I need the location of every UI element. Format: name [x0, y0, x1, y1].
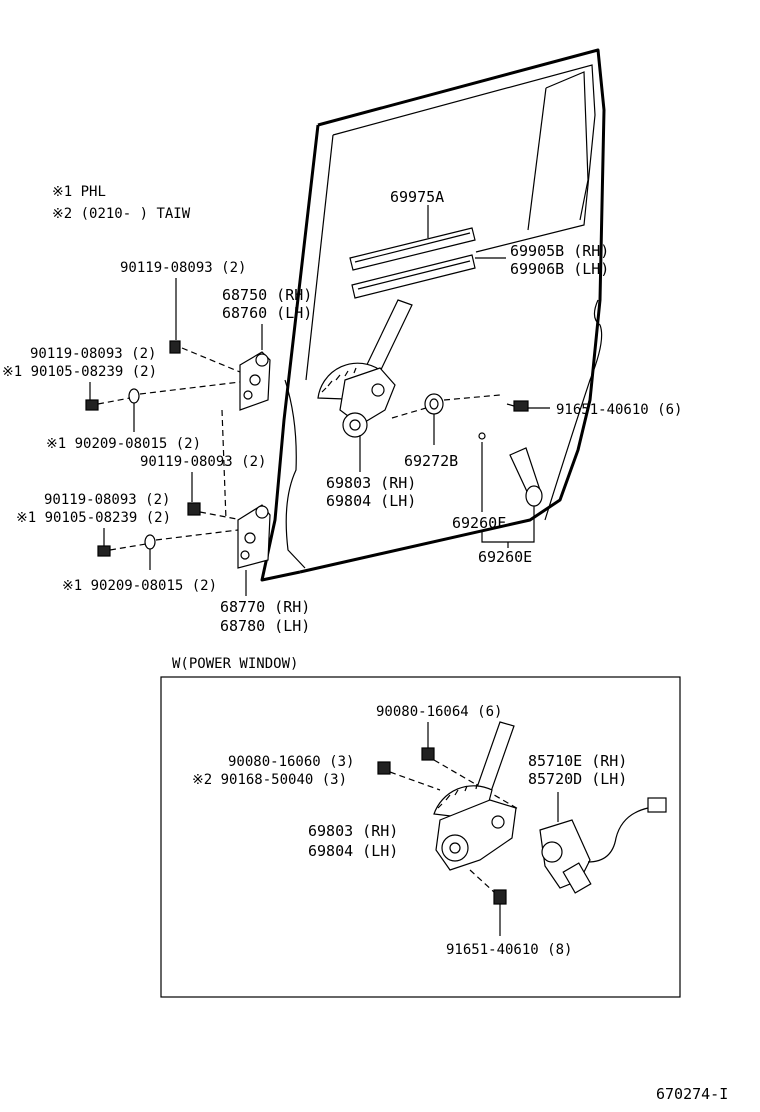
- pw-bolt-top: [421, 747, 435, 761]
- label-pw-section: W(POWER WINDOW): [172, 656, 298, 672]
- hinge-top-washer: [128, 388, 140, 404]
- label-hinge-top-lh: 68760 (LH): [222, 304, 312, 322]
- note-2: ※2 (0210- ) TAIW: [52, 206, 191, 222]
- hinge-bot-bolt-2: [97, 545, 111, 557]
- note-1: ※1 PHL: [52, 184, 106, 200]
- hinge-bot-bolt-1: [187, 502, 201, 516]
- label-run-lh: 69906B (LH): [510, 260, 609, 278]
- label-handle-assy: 69260E: [478, 548, 532, 566]
- hinge-bot-washer: [144, 534, 156, 550]
- label-hinge-bot-bolt-b: ※1 90105-08239 (2): [16, 510, 171, 526]
- label-hinge-top-rh: 68750 (RH): [222, 286, 312, 304]
- label-pw-bolt-top: 90080-16064 (6): [376, 704, 502, 720]
- glass-channel: [349, 227, 476, 299]
- label-hinge-bot-washer: ※1 90209-08015 (2): [62, 578, 217, 594]
- label-run-rh: 69905B (RH): [510, 242, 609, 260]
- hinge-top-bolt-1: [169, 340, 181, 354]
- diagram-id: 670274-I: [656, 1085, 728, 1103]
- door-outline: [260, 48, 606, 582]
- label-hinge-bot-bolt-a: 90119-08093 (2): [44, 492, 170, 508]
- pw-bolt-bottom: [493, 889, 507, 905]
- label-pw-regulator-rh: 69803 (RH): [308, 822, 398, 840]
- label-hinge-top-bolt-b: ※1 90105-08239 (2): [2, 364, 157, 380]
- label-pw-regulator-lh: 69804 (LH): [308, 842, 398, 860]
- window-motor: [539, 797, 667, 894]
- power-regulator: [433, 721, 517, 871]
- label-hinge-bot-rh: 68770 (RH): [220, 598, 310, 616]
- label-hinge-top-washer: ※1 90209-08015 (2): [46, 436, 201, 452]
- label-handle-washer: 69272B: [404, 452, 458, 470]
- label-door-bolt: 91651-40610 (6): [556, 402, 682, 418]
- label-hinge-bot-top-bolt: 90119-08093 (2): [140, 454, 266, 470]
- pw-bolt-side: [377, 761, 391, 775]
- label-pw-bolt-bottom: 91651-40610 (8): [446, 942, 572, 958]
- label-channel: 69975A: [390, 188, 444, 206]
- label-regulator-lh: 69804 (LH): [326, 492, 416, 510]
- hinge-top-bolt-2: [85, 399, 99, 411]
- label-handle-clip: 69260F: [452, 514, 506, 532]
- label-pw-bolt-a: 90080-16060 (3): [228, 754, 354, 770]
- manual-regulator: [317, 299, 413, 438]
- label-pw-bolt-b: ※2 90168-50040 (3): [192, 772, 347, 788]
- label-hinge-bot-lh: 68780 (LH): [220, 617, 310, 635]
- label-hinge-top-bolt-a: 90119-08093 (2): [30, 346, 156, 362]
- label-hinge-top-top-bolt: 90119-08093 (2): [120, 260, 246, 276]
- lower-hinge: [237, 504, 271, 569]
- window-handle: [478, 432, 543, 507]
- door-bolt: [506, 400, 529, 412]
- power-window-box: [160, 676, 681, 998]
- label-motor-rh: 85710E (RH): [528, 752, 627, 770]
- label-regulator-rh: 69803 (RH): [326, 474, 416, 492]
- label-motor-lh: 85720D (LH): [528, 770, 627, 788]
- upper-hinge: [239, 351, 271, 411]
